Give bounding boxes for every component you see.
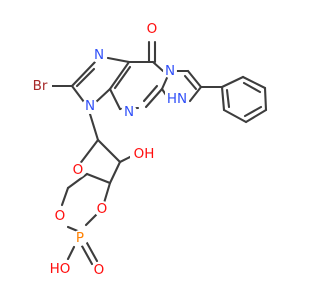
bond: [242, 81, 262, 94]
bond: [60, 186, 70, 207]
bond: [186, 69, 203, 89]
nitrogen-label: N: [177, 91, 187, 107]
atom-phosphorus: P: [72, 230, 88, 246]
bond: [85, 241, 99, 263]
atom-n-ring: N: [121, 104, 137, 120]
atom-nh: H N: [165, 90, 189, 108]
hydrogen-label: H: [167, 91, 177, 107]
molecule-structure: O N N Br N N H N O: [28, 20, 268, 278]
bond: [88, 112, 100, 142]
bond: [108, 87, 122, 111]
nitrogen-label: N: [85, 98, 95, 114]
atom-bromine: Br: [28, 77, 52, 95]
bond: [96, 138, 122, 164]
bond: [243, 105, 263, 118]
atom-o-ester-right: O: [94, 201, 110, 217]
atom-n-imine-top: N: [91, 47, 107, 63]
bond: [241, 75, 267, 90]
bond: [220, 75, 245, 89]
atom-n-bridge: N: [163, 63, 177, 79]
phosphorus-label: P: [76, 230, 84, 246]
oxygen-label: O: [94, 262, 105, 278]
bond: [106, 56, 131, 64]
bond: [70, 60, 97, 88]
bond: [225, 88, 231, 109]
atom-o-ring: O: [70, 162, 86, 178]
oxygen-label: O: [55, 208, 66, 224]
nitrogen-label: N: [94, 47, 104, 63]
nitrogen-label: N: [124, 104, 134, 120]
bond: [113, 65, 132, 90]
bond: [75, 67, 96, 88]
bond: [102, 181, 112, 205]
bond: [222, 108, 248, 124]
oxygen-label: O: [147, 21, 158, 37]
atom-n9: N: [82, 98, 98, 114]
bond: [66, 172, 89, 190]
bond: [263, 86, 268, 112]
hydroxyl-label: OH: [134, 146, 155, 162]
bromine-label: Br: [33, 78, 48, 94]
atom-oh-sugar: OH: [130, 145, 158, 163]
atom-o-double: O: [91, 262, 107, 278]
bond: [85, 172, 112, 185]
atom-ho-phosphate: HO: [46, 260, 76, 278]
bond: [94, 87, 112, 104]
bond: [188, 85, 203, 103]
atom-o-carbonyl: O: [143, 20, 161, 38]
atom-o-ester-left: O: [52, 208, 68, 224]
bond: [70, 84, 86, 104]
bond: [142, 84, 159, 103]
bond: [144, 87, 164, 109]
bond: [66, 245, 76, 261]
atom-label-layer: O N N Br N N H N O: [28, 20, 189, 278]
bond: [77, 138, 100, 167]
bond: [151, 60, 165, 73]
bond: [80, 244, 94, 266]
bond: [108, 60, 131, 91]
bond: [244, 108, 268, 124]
bond: [108, 160, 122, 185]
bond: [220, 85, 226, 112]
oxygen-label: O: [97, 201, 108, 217]
bond: [183, 74, 198, 91]
oxygen-label: O: [73, 162, 84, 178]
hydroxyl-label: HO: [50, 261, 71, 277]
nitrogen-label: N: [165, 63, 175, 79]
